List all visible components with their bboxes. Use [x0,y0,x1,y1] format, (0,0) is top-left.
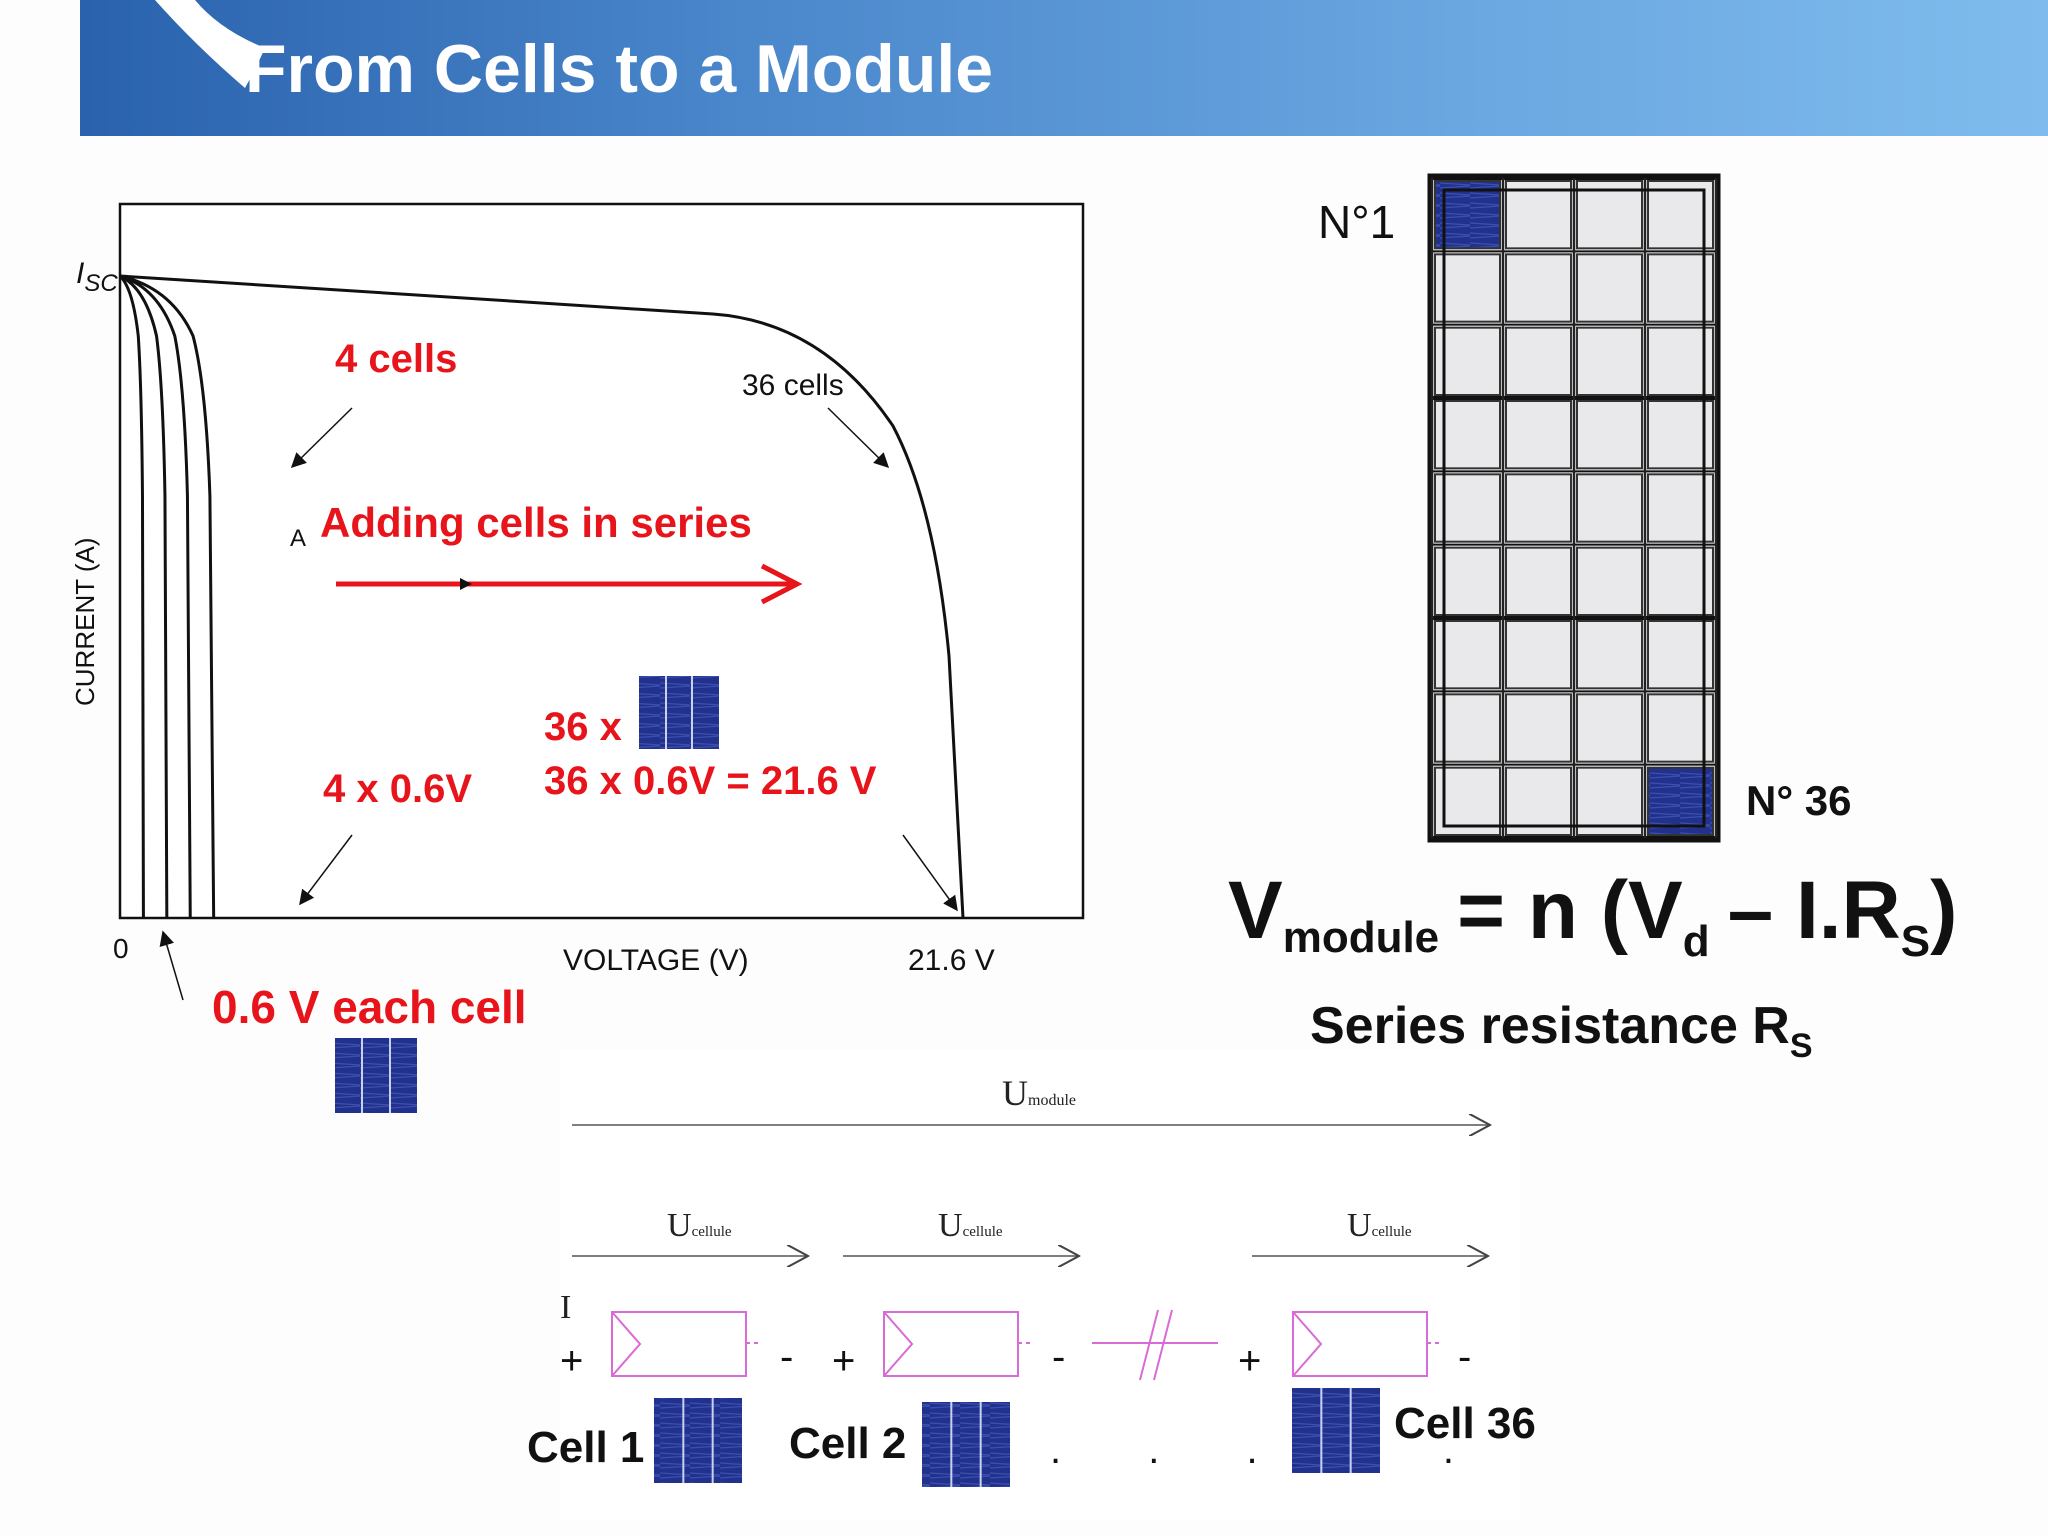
module-cell [1505,620,1572,690]
module-cell [1505,473,1572,543]
series-resistance-label: Series resistance RS [1310,997,1813,1065]
cell36-label: Cell 36 [1394,1399,1536,1448]
arrow-4-cells-top [290,407,353,469]
module-cell [1576,326,1643,396]
module-cell [1647,473,1714,543]
module-cell [1434,326,1501,396]
iv-curve-5 [119,274,965,919]
arrow-each-cell [159,930,184,1001]
module-cell [1647,693,1714,763]
cell-symbol [883,1311,1019,1377]
minus-terminal: - [1052,1335,1065,1379]
module-label-first: N°1 [1318,196,1395,248]
u-cell-label: Ucellule [938,1207,1003,1244]
module-cell [1434,693,1501,763]
module-cell [1434,253,1501,323]
label-4-cells: 4 cells [335,337,457,381]
module-cell [1647,326,1714,396]
svg-text:Vmodule= n (Vd– I.RS): Vmodule= n (Vd– I.RS) [1228,865,1957,966]
cell-symbol [611,1311,747,1377]
module-cell [1434,766,1501,837]
u-cell-label: Ucellule [667,1207,732,1244]
module-cell [1576,766,1643,837]
iv-curve-4 [119,274,216,919]
module-cell [1505,766,1572,837]
module-cells [1430,176,1718,840]
module-cell [1505,253,1572,323]
thirtysix-x-label: 36 x [544,705,622,749]
module-cell [1647,180,1714,250]
module-cell [1434,620,1501,690]
minus-terminal: - [1458,1335,1471,1379]
module-cell [1505,326,1572,396]
solar-cell-icon [654,1398,742,1483]
isc-label: ISC [76,257,118,297]
module-cell [1576,693,1643,763]
x-tick-21-6: 21.6 V [908,944,995,977]
plus-terminal: + [832,1339,855,1383]
stray-a: A [290,525,306,552]
cell2-label: Cell 2 [789,1419,906,1468]
each-cell-label: 0.6 V each cell [212,981,527,1033]
module-label-last: N° 36 [1746,777,1852,824]
solar-cell-icon [335,1038,417,1113]
arrow-36-cells-top [827,407,890,469]
current-label: I [560,1289,571,1326]
plot-frame [118,202,1085,920]
module-cell [1505,180,1572,250]
module-cell [1647,400,1714,470]
title-banner [80,0,2048,136]
logo-swoosh [155,0,265,88]
arrow-36-cells-bottom [902,834,958,912]
module-cell [1647,253,1714,323]
x-tick-0: 0 [113,933,129,964]
module-cell [1434,473,1501,543]
iv-curve-1 [118,274,145,919]
thirtysix-cells-voltage: 36 x 0.6V = 21.6 V [544,759,877,803]
plus-terminal: + [560,1339,583,1383]
u-module-label: Umodule [1002,1073,1076,1113]
cell1-label: Cell 1 [527,1423,644,1472]
module-cell [1576,473,1643,543]
solar-cell-icon [922,1402,1010,1487]
module-cell [1647,766,1714,837]
arrow-4-cells-bottom [299,834,353,906]
minus-terminal: - [780,1335,793,1379]
module-cell [1434,400,1501,470]
module-cell [1434,546,1501,617]
u-cell-label: Ucellule [1347,1207,1412,1244]
module-cell [1505,400,1572,470]
module-voltage-formula: Vmodule= n (Vd– I.RS) Series resistance … [1228,865,1957,1065]
y-axis-label: CURRENT (A) [70,537,100,706]
module-cell [1434,180,1501,250]
cell-symbol [1292,1311,1428,1377]
solar-cell-icon [1292,1388,1380,1473]
iv-curves [118,274,965,919]
four-cells-voltage: 4 x 0.6V [323,767,472,811]
iv-curve-3 [119,274,192,919]
label-36-cells: 36 cells [742,369,844,402]
solar-cell-icon [639,676,719,749]
ellipsis: . . . . . [1050,1428,1492,1472]
module-cell [1576,620,1643,690]
module-cell [1505,693,1572,763]
plus-terminal: + [1238,1339,1261,1383]
module-cell [1647,546,1714,617]
iv-curve-2 [119,274,169,919]
adding-cells-label: Adding cells in series [320,499,752,546]
iv-chart: ISC CURRENT (A) VOLTAGE (V) 0 21.6 V 36 … [70,202,1085,1113]
x-axis-label: VOLTAGE (V) [563,944,749,977]
module-cell [1505,546,1572,617]
module-cell [1576,180,1643,250]
series-arrow [336,563,803,605]
module-cell [1576,546,1643,617]
module-cell [1647,620,1714,690]
solar-module: N°1 N° 36 [1318,173,1852,843]
module-cell [1576,253,1643,323]
slide-title: From Cells to a Module [245,31,994,107]
module-cell [1576,400,1643,470]
